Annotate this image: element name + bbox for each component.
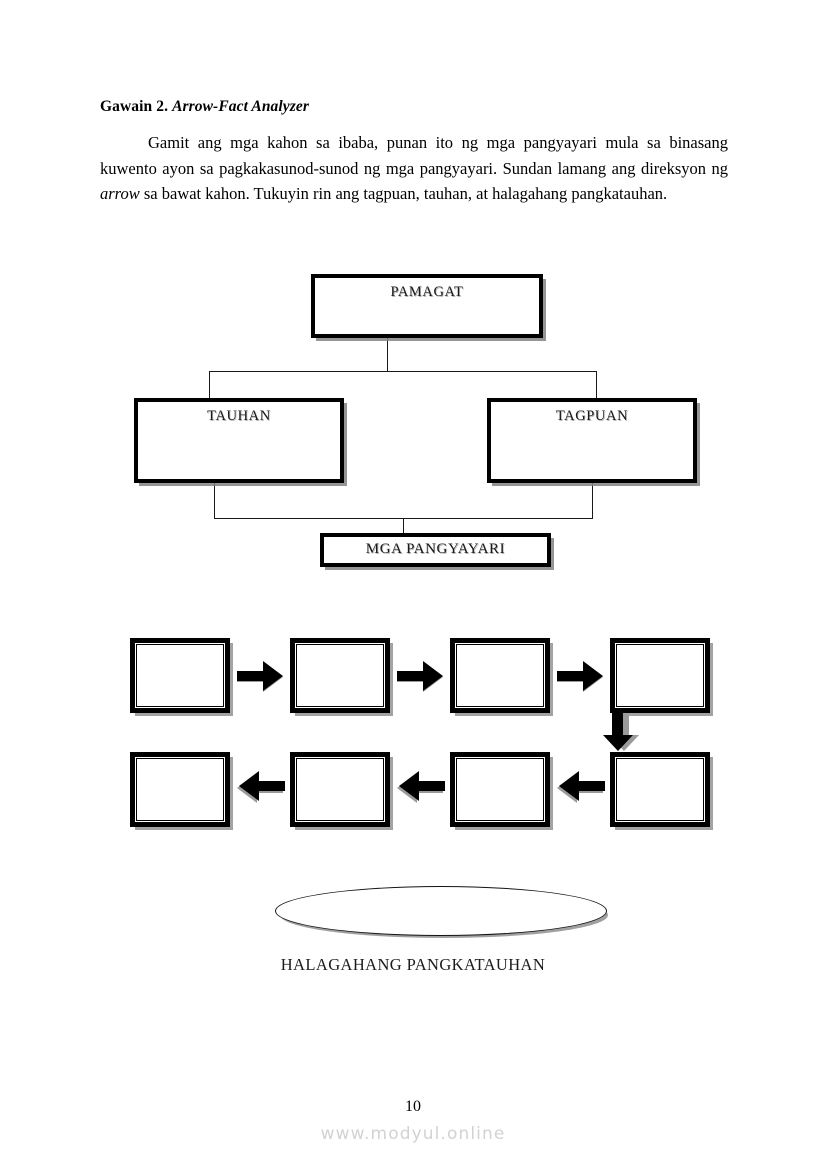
connector-bus-horizontal [209, 371, 596, 372]
box-mga-pangyayari[interactable]: MGA PANGYAYARI [320, 533, 551, 567]
arrow-right-3 [557, 660, 607, 700]
sequence-box-8-inner [136, 758, 224, 821]
sequence-box-1-inner [136, 644, 224, 707]
arrow-down-connector [598, 713, 648, 755]
box-tauhan[interactable]: TAUHAN [134, 398, 344, 483]
page-title: Gawain 2. Arrow-Fact Analyzer [100, 98, 309, 116]
connector-bus-to-pangyayari [403, 518, 404, 534]
arrow-left-2 [397, 770, 447, 812]
sequence-box-5[interactable] [610, 752, 710, 827]
sequence-box-2-inner [296, 644, 384, 707]
values-ellipse-caption: HALAGAHANG PANGKATAUHAN [280, 955, 546, 974]
sequence-box-4[interactable] [610, 638, 710, 713]
sequence-box-7[interactable] [290, 752, 390, 827]
instructions-text-part1: Gamit ang mga kahon sa ibaba, punan ito … [100, 133, 728, 178]
connector-title-to-bus [387, 338, 388, 371]
sequence-box-7-inner [296, 758, 384, 821]
sequence-box-2[interactable] [290, 638, 390, 713]
box-tagpuan[interactable]: TAGPUAN [487, 398, 697, 483]
connector-bus-to-tauhan [209, 371, 210, 398]
box-tauhan-label: TAUHAN [207, 408, 271, 424]
sequence-box-1[interactable] [130, 638, 230, 713]
page-number: 10 [405, 1098, 421, 1115]
sequence-box-3-inner [456, 644, 544, 707]
values-ellipse[interactable] [275, 886, 607, 936]
connector-tagpuan-down [592, 483, 593, 518]
connector-bus-to-tagpuan [596, 371, 597, 398]
connector-tauhan-down [214, 483, 215, 518]
watermark: www.modyul.online [320, 1124, 506, 1144]
heading-prefix: Gawain 2. [100, 98, 169, 115]
arrow-right-2 [397, 660, 447, 700]
heading-activity-title: Arrow-Fact Analyzer [172, 98, 310, 115]
arrow-left-3 [237, 770, 287, 812]
box-tagpuan-label: TAGPUAN [555, 408, 629, 424]
instructions-italic-word: arrow [100, 184, 140, 203]
arrow-left-1 [557, 770, 607, 812]
instructions-text-part2: sa bawat kahon. Tukuyin rin ang tagpuan,… [139, 184, 668, 203]
box-pamagat[interactable]: PAMAGAT [311, 274, 543, 338]
sequence-box-3[interactable] [450, 638, 550, 713]
arrow-right-1 [237, 660, 287, 700]
box-pamagat-label: PAMAGAT [390, 284, 464, 300]
sequence-box-8[interactable] [130, 752, 230, 827]
instructions-paragraph: Gamit ang mga kahon sa ibaba, punan ito … [100, 130, 728, 207]
sequence-box-5-inner [616, 758, 704, 821]
sequence-box-4-inner [616, 644, 704, 707]
sequence-box-6[interactable] [450, 752, 550, 827]
sequence-box-6-inner [456, 758, 544, 821]
box-mga-pangyayari-label: MGA PANGYAYARI [365, 541, 506, 557]
